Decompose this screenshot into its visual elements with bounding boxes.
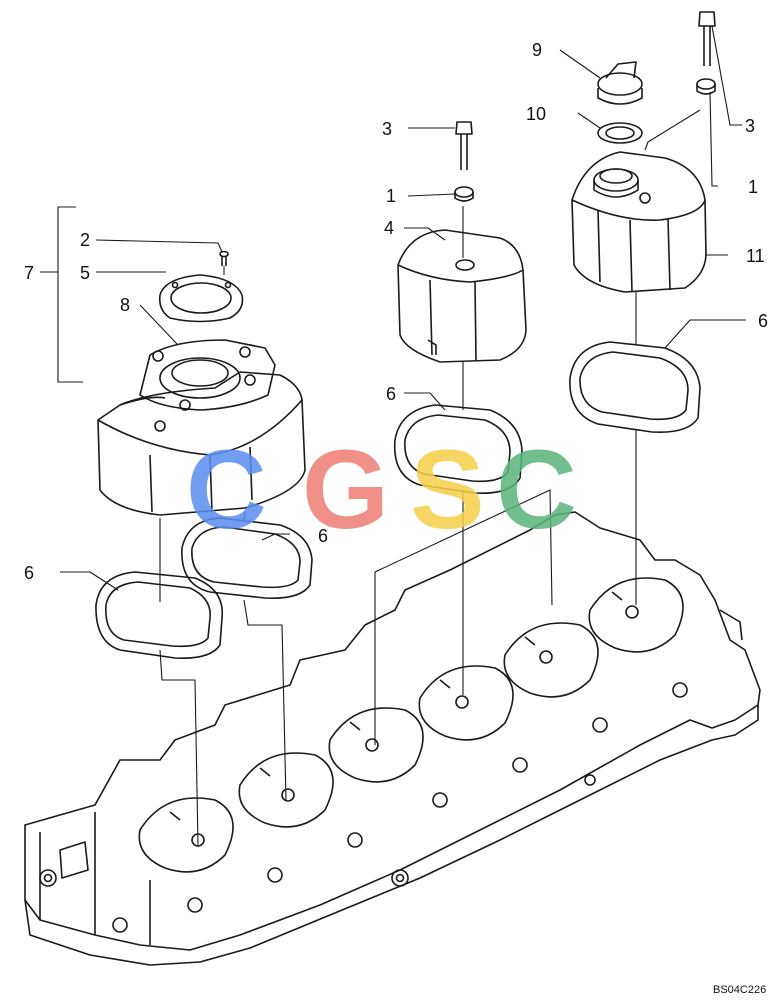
seal-ring-10: [597, 122, 643, 144]
gasket-6-left-low: [95, 571, 224, 660]
watermark-letter-g: G: [302, 427, 389, 552]
callout-3-mid: 3: [382, 119, 392, 139]
washer-1-right: [696, 78, 716, 90]
leader-lines: [40, 25, 746, 846]
callout-6-right: 6: [758, 311, 768, 331]
right-valve-cover: [571, 151, 707, 293]
callout-4: 4: [384, 218, 394, 238]
screw-2: [219, 250, 229, 266]
oil-filler-cap-9: [597, 61, 643, 105]
callout-10: 10: [526, 104, 546, 124]
bolt-3-mid: [455, 121, 473, 170]
gasket-6-left: [181, 517, 313, 600]
watermark-letter-s: S: [410, 427, 485, 552]
callout-6-left-low: 6: [24, 563, 34, 583]
bolt-3-right: [698, 11, 716, 66]
left-valve-cover: [97, 339, 306, 516]
callout-6-left: 6: [318, 526, 328, 546]
gasket-6-right: [569, 341, 701, 434]
callout-6-mid: 6: [386, 384, 396, 404]
middle-valve-cover: [397, 229, 527, 363]
callout-1-mid: 1: [386, 186, 396, 206]
callout-11: 11: [746, 246, 765, 266]
callout-9: 9: [532, 40, 542, 60]
figure-code: BS04C226: [713, 984, 766, 996]
cylinder-head: [24, 511, 761, 966]
watermark-letter-c2: C: [496, 427, 577, 552]
gasket-ring-5: [158, 274, 244, 323]
watermark-letter-c: C: [186, 427, 267, 552]
callout-7: 7: [24, 263, 34, 283]
gasket-6-mid: [393, 404, 523, 495]
washer-1-mid: [454, 186, 474, 198]
callout-8: 8: [120, 295, 130, 315]
callout-2: 2: [80, 230, 90, 250]
callout-5: 5: [80, 263, 90, 283]
callout-1-right: 1: [748, 177, 758, 197]
callout-labels: 9 10 3 1 11 6 3 1 4 6 2 5 7 8 6 6 BS04C2…: [24, 40, 768, 996]
callout-3-right: 3: [745, 116, 755, 136]
watermark-logo: C G S C: [186, 427, 577, 552]
